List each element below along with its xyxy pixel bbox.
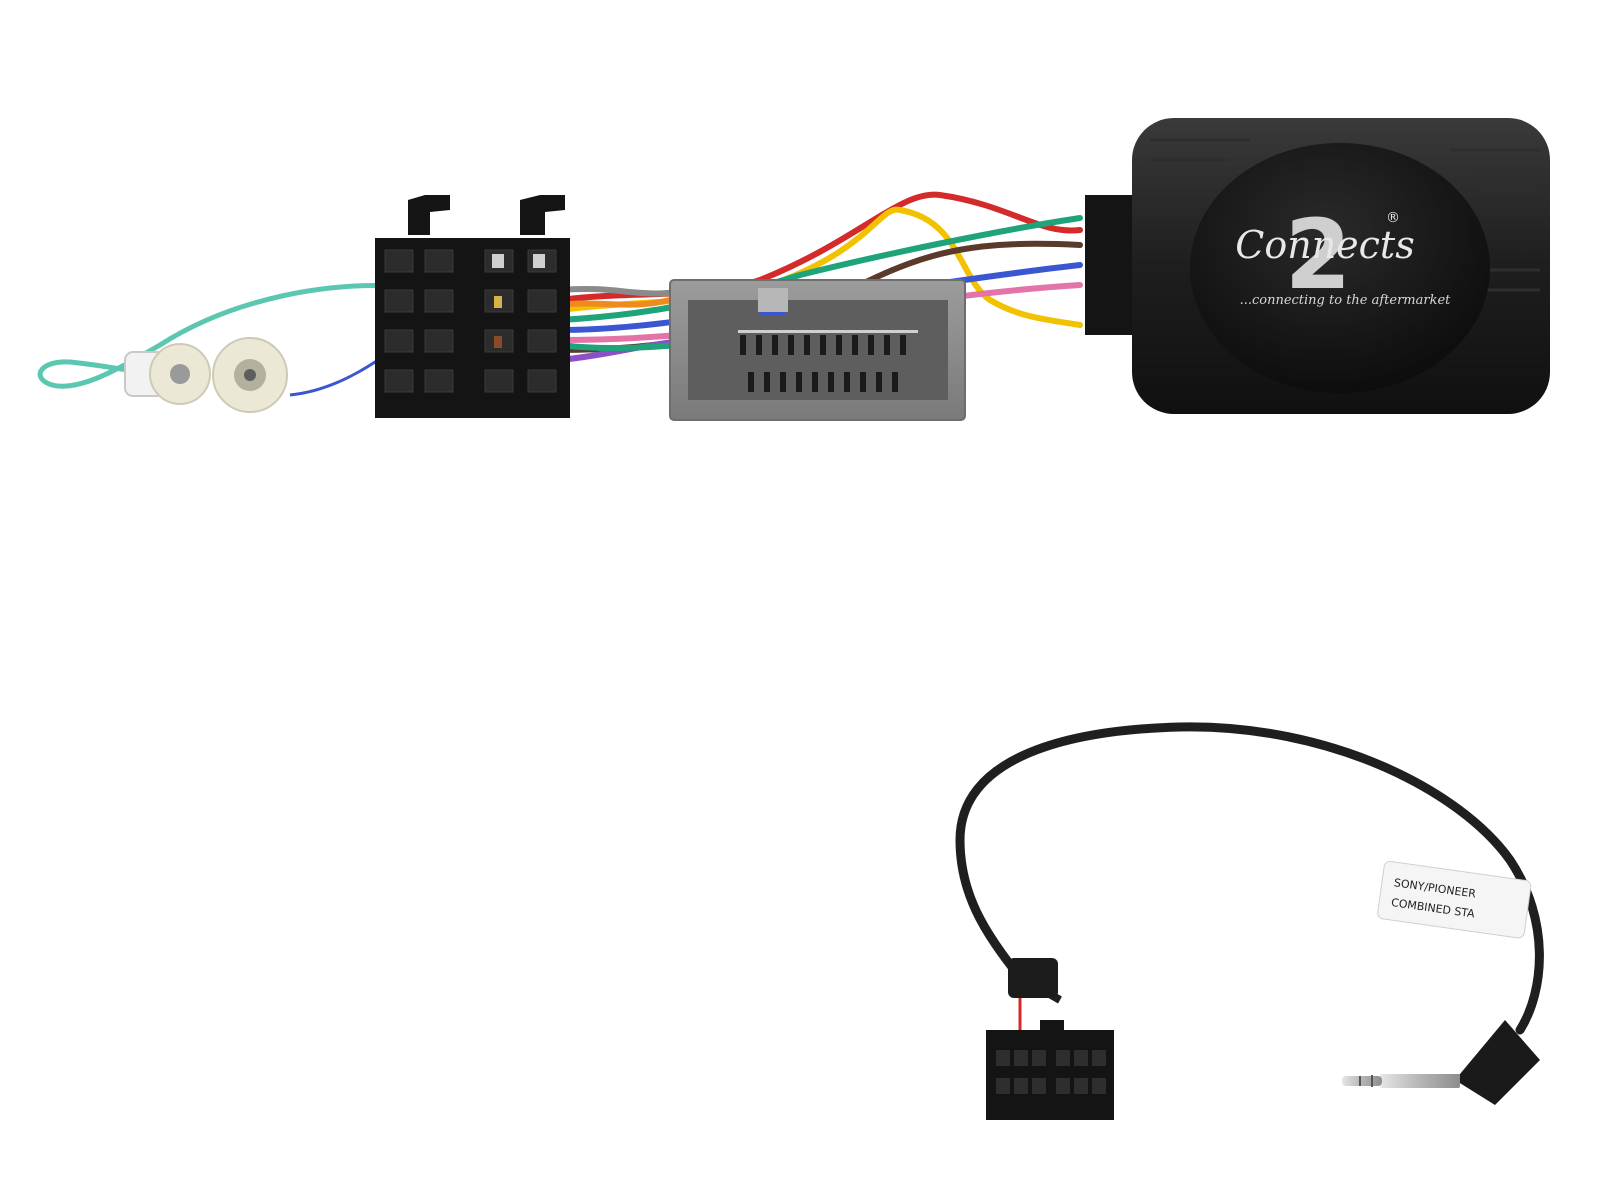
registered-mark: ® — [1386, 210, 1400, 226]
module-dome — [1190, 143, 1490, 393]
patch-lead-label: SONY/PIONEER COMBINED STA — [1377, 860, 1532, 939]
iso-connector-right — [470, 195, 570, 418]
antenna-adapter-right — [212, 337, 288, 413]
logo-numeral: 2 — [1285, 199, 1352, 311]
oem-vehicle-plug — [669, 279, 966, 421]
molex-connector — [986, 958, 1114, 1120]
jack-plug-3-5mm — [1342, 1020, 1540, 1105]
patch-lead: SONY/PIONEER COMBINED STA — [955, 722, 1544, 1120]
iso-connector-left — [375, 195, 470, 418]
antenna-green-wire — [37, 283, 421, 389]
antenna-lead — [37, 283, 421, 413]
logo-lettering: Connects — [1235, 223, 1414, 267]
module-tagline: ...connecting to the aftermarket — [1240, 293, 1452, 308]
oem-plug-pins — [740, 335, 906, 392]
antenna-adapter-left — [124, 343, 211, 405]
interface-module: 2 Connects ® ...connecting to the afterm… — [1085, 118, 1550, 414]
